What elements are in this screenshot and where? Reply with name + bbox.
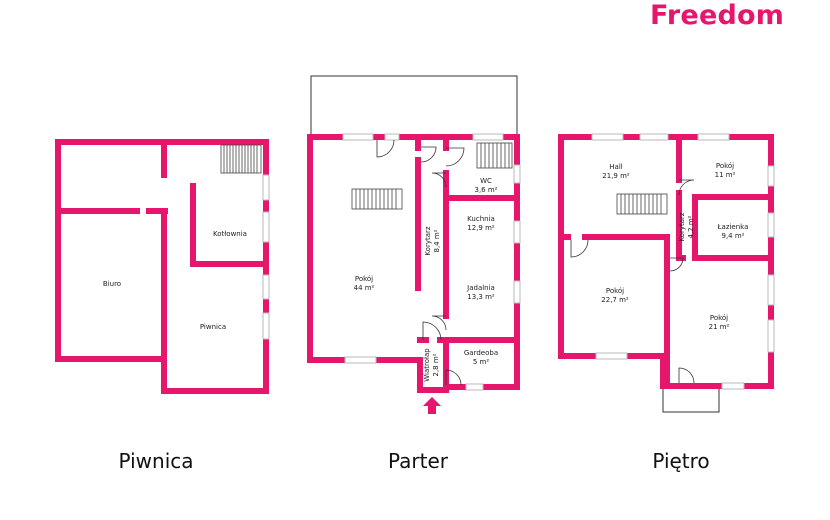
room-pokoj-2: Pokój 11 m² (675, 162, 775, 180)
room-area: 13,3 m² (467, 293, 495, 301)
room-kotlownia: Kotłownia (180, 230, 280, 239)
plan-piwnica (55, 139, 270, 394)
room-name: Kuchnia (467, 215, 495, 223)
room-name: Pokój (354, 275, 374, 283)
room-area: 5 m² (472, 358, 490, 366)
room-pokoj-3: Pokój 22,7 m² (565, 287, 665, 305)
floor-title-piwnica: Piwnica (118, 449, 194, 473)
room-lazienka: Łazienka 9,4 m² (683, 223, 783, 241)
brand-logo: Freedom (650, 0, 785, 31)
room-area: 9,4 m² (721, 232, 745, 240)
room-name: Biuro (102, 280, 122, 288)
room-name: WC (480, 177, 492, 185)
room-area: 22,7 m² (601, 296, 629, 304)
plan-pietro (558, 133, 775, 413)
entrance-arrow-icon (423, 397, 441, 414)
room-name: Piwnica (199, 323, 227, 331)
room-area: 3,6 m² (474, 186, 498, 194)
room-area: 44 m² (353, 284, 375, 292)
room-name: Jadalnia (467, 284, 495, 292)
plan-parter (307, 75, 521, 414)
room-name: Łazienka (717, 223, 749, 231)
room-area: 11 m² (714, 171, 736, 179)
room-korytarz: Korytarz 8,4 m² (424, 191, 442, 291)
room-area: 21 m² (708, 323, 730, 331)
room-area: 8,4 m² (433, 229, 441, 253)
room-piwnica: Piwnica (163, 323, 263, 332)
room-area: 12,9 m² (467, 224, 495, 232)
room-kuchnia: Kuchnia 12,9 m² (431, 215, 531, 233)
room-area: 21,9 m² (602, 172, 630, 180)
room-pokoj-4: Pokój 21 m² (669, 314, 769, 332)
room-name: Pokój (709, 314, 729, 322)
floor-title-parter: Parter (387, 449, 448, 473)
room-name: Pokój (715, 162, 735, 170)
room-pokoj: Pokój 44 m² (314, 275, 414, 293)
room-hall: Hall 21,9 m² (566, 163, 666, 181)
room-area: 2,8 m² (432, 353, 440, 377)
room-name: Gardeoba (463, 349, 499, 357)
room-name: Hall (609, 163, 623, 171)
room-wiatrolap: Wiatrołap 2,8 m² (423, 315, 441, 415)
room-jadalnia: Jadalnia 13,3 m² (431, 284, 531, 302)
room-name: Kotłownia (213, 230, 247, 238)
room-name: Korytarz (424, 226, 432, 256)
room-wc: WC 3,6 m² (436, 177, 536, 195)
floor-title-pietro: Piętro (652, 449, 710, 473)
room-name: Pokój (605, 287, 625, 295)
room-biuro: Biuro (62, 280, 162, 289)
room-name: Wiatrołap (423, 348, 431, 382)
room-gardeoba: Gardeoba 5 m² (431, 349, 531, 367)
